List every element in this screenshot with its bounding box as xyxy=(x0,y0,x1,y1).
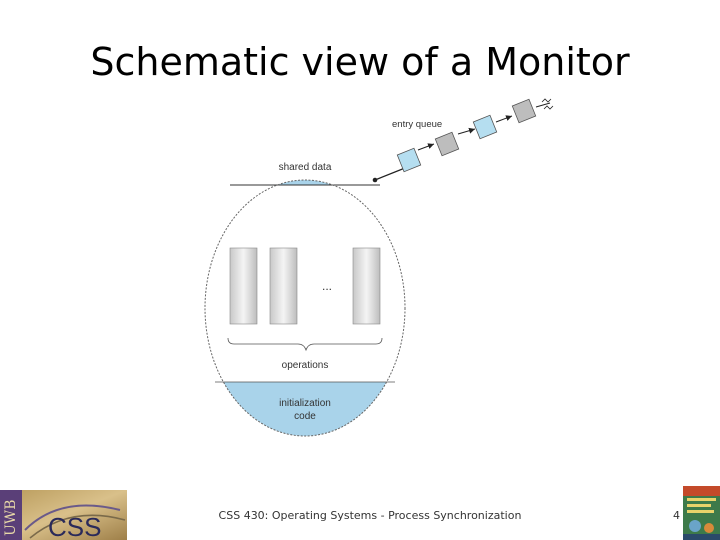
slide-title: Schematic view of a Monitor xyxy=(90,40,630,84)
queue-process xyxy=(472,114,498,140)
entry-queue xyxy=(372,98,554,183)
css-logo-text: CSS xyxy=(48,512,101,540)
operations-ellipsis: ... xyxy=(322,279,332,293)
queue-process xyxy=(396,147,422,173)
shared-data-label: shared data xyxy=(279,162,332,173)
initialization-label-line2: code xyxy=(294,411,316,422)
page-number: 4 xyxy=(673,509,680,522)
footer-text: CSS 430: Operating Systems - Process Syn… xyxy=(218,509,522,522)
monitor-oval xyxy=(204,179,406,437)
uwb-css-logo: UWB CSS xyxy=(0,490,127,540)
operation-box xyxy=(229,247,258,325)
entry-queue-label: entry queue xyxy=(392,119,442,130)
uwb-side-text: UWB xyxy=(3,500,19,536)
operations-label: operations xyxy=(282,360,329,371)
operation-box xyxy=(352,247,381,325)
queue-process xyxy=(511,98,537,124)
monitor-diagram: shared data ... operations initializatio… xyxy=(204,98,554,437)
shared-data-section xyxy=(205,180,405,185)
queue-process xyxy=(434,131,460,157)
initialization-label-line1: initialization xyxy=(279,398,331,409)
textbook-cover xyxy=(683,486,720,540)
operation-box xyxy=(269,247,298,325)
operations-brace xyxy=(227,337,383,352)
